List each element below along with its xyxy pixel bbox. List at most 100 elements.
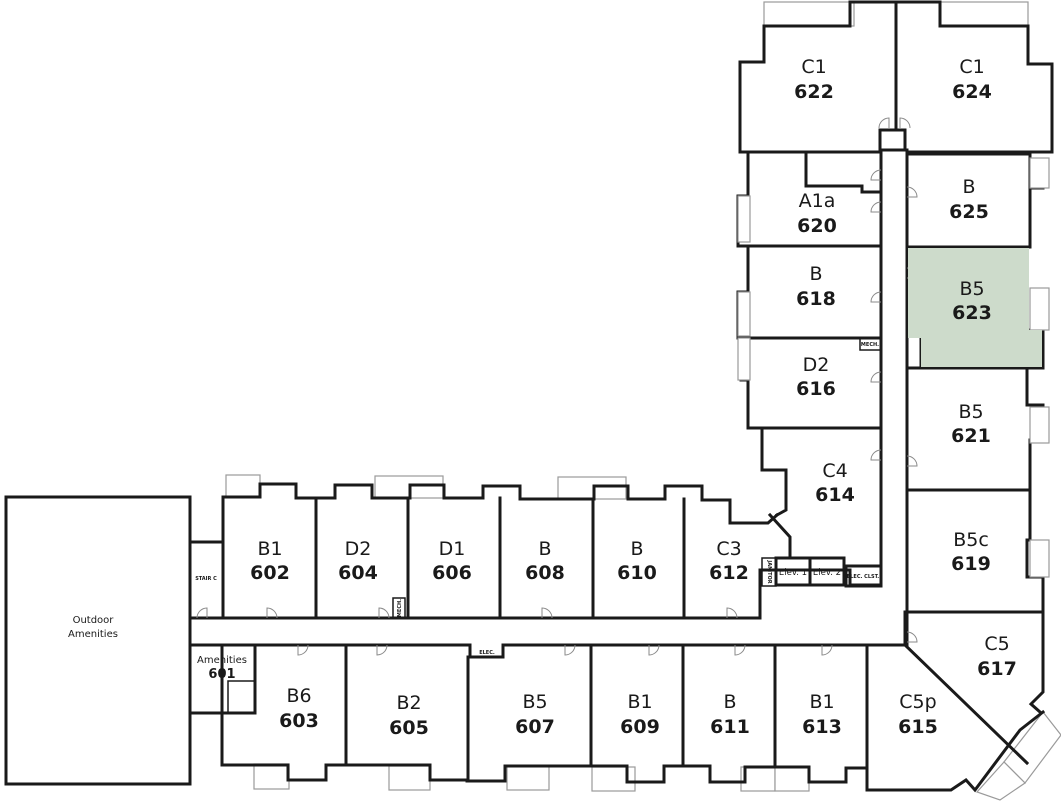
unit-number-label: 607 [515, 716, 555, 738]
corner-units-walls [865, 610, 1046, 793]
top-row-balconies [225, 474, 627, 500]
unit-type-label: B [538, 538, 551, 560]
elevator-core: JANITOR Elev. 1 Elev. 2 ELEC. CLST. [761, 556, 883, 588]
unit-type-label: C5p [899, 691, 936, 713]
unit-number-label: 614 [815, 484, 855, 506]
janitor-label: JANITOR [766, 559, 772, 583]
unit-618[interactable]: B 618 [750, 248, 880, 337]
amenities-601-room [188, 643, 257, 767]
bottom-row-dividers [220, 643, 869, 783]
top-row-dividers [221, 495, 762, 620]
elev-1-label: Elev. 1 [779, 568, 807, 578]
unit-number-label: 602 [250, 562, 290, 584]
unit-type-label: B2 [396, 692, 421, 714]
unit-type-label: B6 [286, 685, 311, 707]
unit-611[interactable]: B 611 [685, 647, 774, 766]
top-row-exterior-wall [221, 482, 780, 525]
unit-number-label: 615 [898, 716, 938, 738]
unit-number-label: 611 [710, 716, 750, 738]
unit-type-label: Amenities [197, 655, 247, 666]
unit-number-label: 625 [949, 201, 989, 223]
unit-number-label: 613 [802, 716, 842, 738]
unit-number-label: 620 [797, 215, 837, 237]
unit-type-label: B [723, 691, 736, 713]
mech-label-2: MECH. [861, 342, 879, 348]
unit-type-label: B5 [958, 401, 983, 423]
door-swings [196, 117, 918, 656]
elev-2-label: Elev. 2 [813, 568, 841, 578]
corner-balcony [975, 711, 1061, 801]
unit-type-label: C5 [984, 633, 1009, 655]
unit-type-label: C3 [716, 538, 741, 560]
mech-closet-616: MECH. [859, 337, 882, 351]
north-units-wall [738, 0, 1054, 154]
outdoor-label-1: Outdoor [73, 615, 115, 626]
bottom-row-balconies [253, 763, 810, 792]
unit-number-label: 609 [620, 716, 660, 738]
unit-number-label: 605 [389, 717, 429, 739]
unit-number-label: 618 [796, 288, 836, 310]
corridor-south-wall [188, 643, 907, 659]
angled-wall-612-614 [728, 512, 792, 560]
unit-type-label: B [809, 263, 822, 285]
unit-type-label: B1 [809, 691, 834, 713]
unit-number-label: 617 [977, 658, 1017, 680]
unit-number-label: 623 [952, 302, 992, 324]
unit-number-label: 606 [432, 562, 472, 584]
unit-type-label: B [962, 176, 975, 198]
unit-type-label: D2 [345, 538, 372, 560]
unit-number-label: 610 [617, 562, 657, 584]
west-wing-balconies [737, 195, 751, 381]
elec-label: ELEC. [479, 650, 495, 656]
stair-label: STAIR C [195, 576, 217, 582]
unit-type-label: B [630, 538, 643, 560]
outdoor-amenities-area: Outdoor Amenities [4, 495, 192, 786]
unit-type-label: C1 [959, 56, 984, 78]
unit-type-label: B5 [522, 691, 547, 713]
unit-type-label: B1 [627, 691, 652, 713]
unit-number-label: 603 [279, 710, 319, 732]
unit-number-label: 621 [951, 425, 991, 447]
unit-type-label: B1 [257, 538, 282, 560]
unit-type-label: B5c [953, 529, 989, 551]
unit-number-label: 624 [952, 81, 992, 103]
elec-closet-label: ELEC. CLST. [847, 574, 879, 580]
stair-c: STAIR C [188, 540, 225, 620]
unit-number-label: 601 [208, 667, 235, 682]
unit-number-label: 619 [951, 553, 991, 575]
unit-number-label: 612 [709, 562, 749, 584]
east-wing-balconies [1029, 157, 1050, 578]
unit-number-label: 622 [794, 81, 834, 103]
unit-625[interactable]: B 625 [909, 156, 1029, 246]
mech-closet-604: MECH. [392, 597, 406, 619]
outdoor-label-2: Amenities [68, 629, 118, 640]
unit-type-label: C4 [822, 460, 847, 482]
unit-type-label: D1 [439, 538, 466, 560]
unit-type-label: B5 [959, 278, 984, 300]
unit-number-label: 616 [796, 378, 836, 400]
